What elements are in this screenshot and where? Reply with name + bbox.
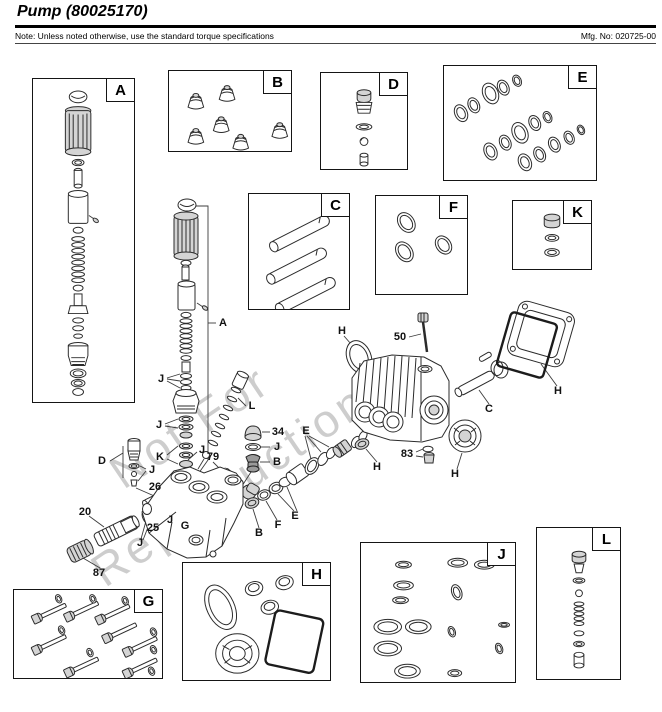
- callout-h4: H: [554, 385, 562, 397]
- callout-25: 25: [146, 522, 160, 534]
- parts-box-d: D: [320, 72, 408, 170]
- page-title: Pump (80025170): [17, 3, 148, 20]
- parts-box-b: B: [168, 70, 292, 152]
- callout-j7: J: [136, 537, 144, 549]
- callout-j2: J: [155, 419, 163, 431]
- callout-20: 20: [78, 506, 92, 518]
- callout-j4: J: [273, 441, 281, 453]
- callout-a: A: [219, 317, 227, 329]
- callout-g: G: [180, 520, 190, 532]
- torque-note: Note: Unless noted otherwise, use the st…: [15, 31, 274, 41]
- callout-h1: H: [338, 325, 346, 337]
- parts-art-a: [64, 90, 99, 396]
- callout-b1: B: [273, 456, 281, 468]
- callout-b2: B: [255, 527, 263, 539]
- parts-box-k-label: K: [563, 201, 591, 224]
- callout-j1: J: [157, 373, 165, 385]
- parts-art-e: [453, 74, 586, 172]
- parts-box-f: F: [375, 195, 468, 295]
- parts-art-l: [571, 550, 587, 669]
- parts-box-c-label: C: [321, 194, 349, 217]
- callout-f: F: [274, 519, 282, 531]
- parts-art-h: [204, 575, 325, 674]
- parts-box-h: H: [182, 562, 331, 681]
- parts-box-e: E: [443, 65, 597, 181]
- parts-box-g: G: [13, 589, 163, 679]
- callout-j3: J: [198, 444, 206, 456]
- callout-79: 79: [206, 451, 220, 463]
- parts-box-j-label: J: [487, 543, 515, 566]
- header-divider: [15, 43, 656, 44]
- callout-83: 83: [400, 448, 414, 460]
- callout-j5: J: [148, 464, 156, 476]
- callout-26: 26: [148, 481, 162, 493]
- parts-box-f-label: F: [439, 196, 467, 219]
- parts-art-f: [394, 212, 453, 263]
- callout-50: 50: [393, 331, 407, 343]
- parts-box-e-label: E: [568, 66, 596, 89]
- parts-box-j: J: [360, 542, 516, 683]
- parts-box-g-label: G: [134, 590, 162, 613]
- callout-h2: H: [373, 461, 381, 473]
- title-underline: [15, 25, 656, 28]
- mfg-number: Mfg. No: 020725-00: [580, 31, 656, 41]
- callout-c: C: [485, 403, 493, 415]
- callout-87: 87: [92, 567, 106, 579]
- callout-e2: E: [302, 425, 310, 437]
- parts-box-b-label: B: [263, 71, 291, 94]
- callout-h3: H: [451, 468, 459, 480]
- parts-box-h-label: H: [302, 563, 330, 586]
- parts-box-c: C: [248, 193, 350, 310]
- parts-box-k: K: [512, 200, 592, 270]
- callout-k: K: [156, 451, 164, 463]
- parts-art-j: [373, 557, 510, 679]
- callout-e1: E: [291, 510, 299, 522]
- callout-34: 34: [271, 426, 285, 438]
- callout-j6: J: [166, 514, 174, 526]
- parts-art-d: [355, 89, 373, 167]
- parts-box-a-label: A: [106, 79, 134, 102]
- callout-l: L: [248, 400, 256, 412]
- callout-d: D: [98, 455, 106, 467]
- parts-box-l: L: [536, 527, 621, 680]
- parts-art-k: [543, 213, 561, 257]
- parts-box-a: A: [32, 78, 135, 403]
- parts-box-d-label: D: [379, 73, 407, 96]
- parts-box-l-label: L: [592, 528, 620, 551]
